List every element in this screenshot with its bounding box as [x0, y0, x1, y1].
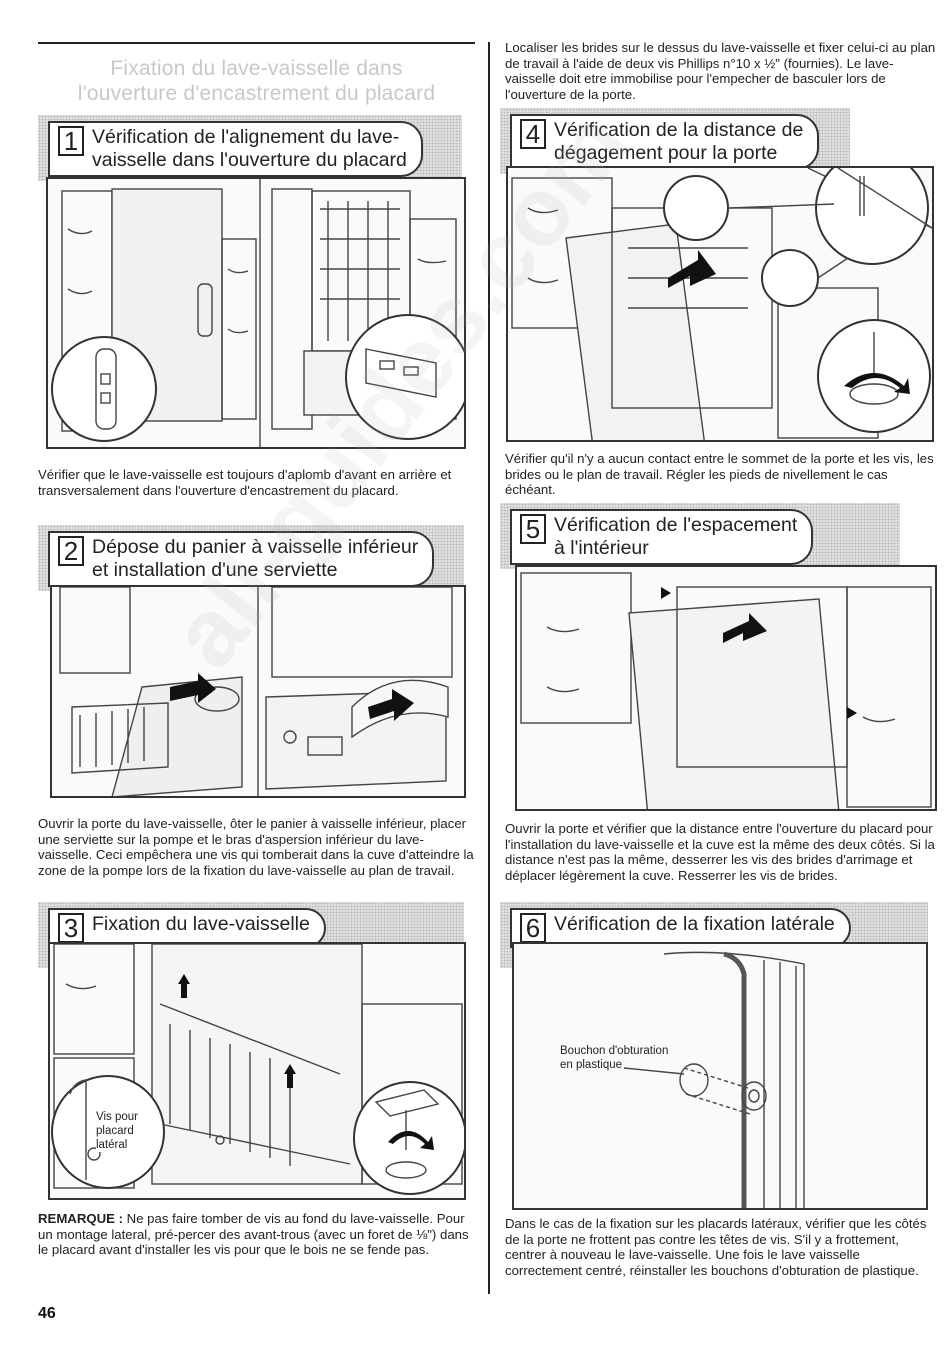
- step-5-text: Ouvrir la porte et vérifier que la dista…: [505, 821, 935, 883]
- step-1-illustration: [46, 177, 466, 449]
- step-4: 4 Vérification de la distance de dégagem…: [500, 108, 938, 443]
- step-2-text: Ouvrir la porte du lave-vaisselle, ôter …: [38, 816, 474, 878]
- step-2-illustration: [50, 585, 466, 798]
- step-3-illustration: Vis pour placard latéral: [48, 942, 466, 1200]
- page-number: 46: [38, 1305, 56, 1322]
- note-label: REMARQUE :: [38, 1211, 123, 1226]
- section-title: Fixation du lave-vaisselle dans l'ouvert…: [38, 56, 475, 106]
- step-3-callout: Vis pour placard latéral: [96, 1110, 138, 1152]
- top-rule: [38, 42, 475, 44]
- step-6-number: 6: [520, 913, 546, 943]
- section-title-line-1: Fixation du lave-vaisselle dans: [110, 57, 403, 80]
- step-5-title-box: 5 Vérification de l'espacement à l'intér…: [510, 509, 814, 565]
- right-intro-text: Localiser les brides sur le dessus du la…: [505, 40, 936, 102]
- step-4-illustration: [506, 166, 934, 442]
- step-6-text: Dans le cas de la fixation sur les placa…: [505, 1216, 927, 1278]
- step-4-title: Vérification de la distance de dégagemen…: [554, 119, 804, 164]
- step-2: 2 Dépose du panier à vaisselle inférieur…: [38, 525, 474, 800]
- step-1-number: 1: [58, 126, 84, 156]
- step-6: 6 Vérification de la fixation latérale B…: [500, 902, 938, 1212]
- step-4-text: Vérifier qu'il n'y a aucun contact entre…: [505, 451, 934, 498]
- step-6-callout: Bouchon d'obturation en plastique: [560, 1045, 669, 1071]
- step-4-number: 4: [520, 119, 546, 149]
- step-2-title-box: 2 Dépose du panier à vaisselle inférieur…: [48, 531, 435, 587]
- step-5-illustration: [515, 565, 937, 811]
- step-1: 1 Vérification de l'alignement du lave- …: [38, 115, 474, 450]
- step-4-title-box: 4 Vérification de la distance de dégagem…: [510, 114, 820, 170]
- step-6-title-box: 6 Vérification de la fixation latérale: [510, 908, 851, 948]
- step-3: 3 Fixation du lave-vaisselle: [38, 902, 474, 1202]
- note-text: Ne pas faire tomber de vis au fond du la…: [38, 1211, 469, 1258]
- step-5: 5 Vérification de l'espacement à l'intér…: [500, 503, 938, 813]
- step-6-illustration: Bouchon d'obturation en plastique: [512, 942, 928, 1210]
- step-3-number: 3: [58, 913, 84, 943]
- step-1-title: Vérification de l'alignement du lave- va…: [92, 126, 407, 171]
- step-3-title: Fixation du lave-vaisselle: [92, 913, 310, 935]
- step-1-title-box: 1 Vérification de l'alignement du lave- …: [48, 121, 423, 177]
- step-3-title-box: 3 Fixation du lave-vaisselle: [48, 908, 326, 948]
- section-title-line-2: l'ouverture d'encastrement du placard: [77, 82, 436, 105]
- step-6-title: Vérification de la fixation latérale: [554, 913, 835, 935]
- step-1-text: Vérifier que le lave-vaisselle est toujo…: [38, 467, 452, 498]
- step-5-title: Vérification de l'espacement à l'intérie…: [554, 514, 798, 559]
- step-2-title: Dépose du panier à vaisselle inférieur e…: [92, 536, 419, 581]
- column-divider: [488, 42, 490, 1294]
- step-5-number: 5: [520, 514, 546, 544]
- step-3-note: REMARQUE : Ne pas faire tomber de vis au…: [38, 1211, 474, 1258]
- step-2-number: 2: [58, 536, 84, 566]
